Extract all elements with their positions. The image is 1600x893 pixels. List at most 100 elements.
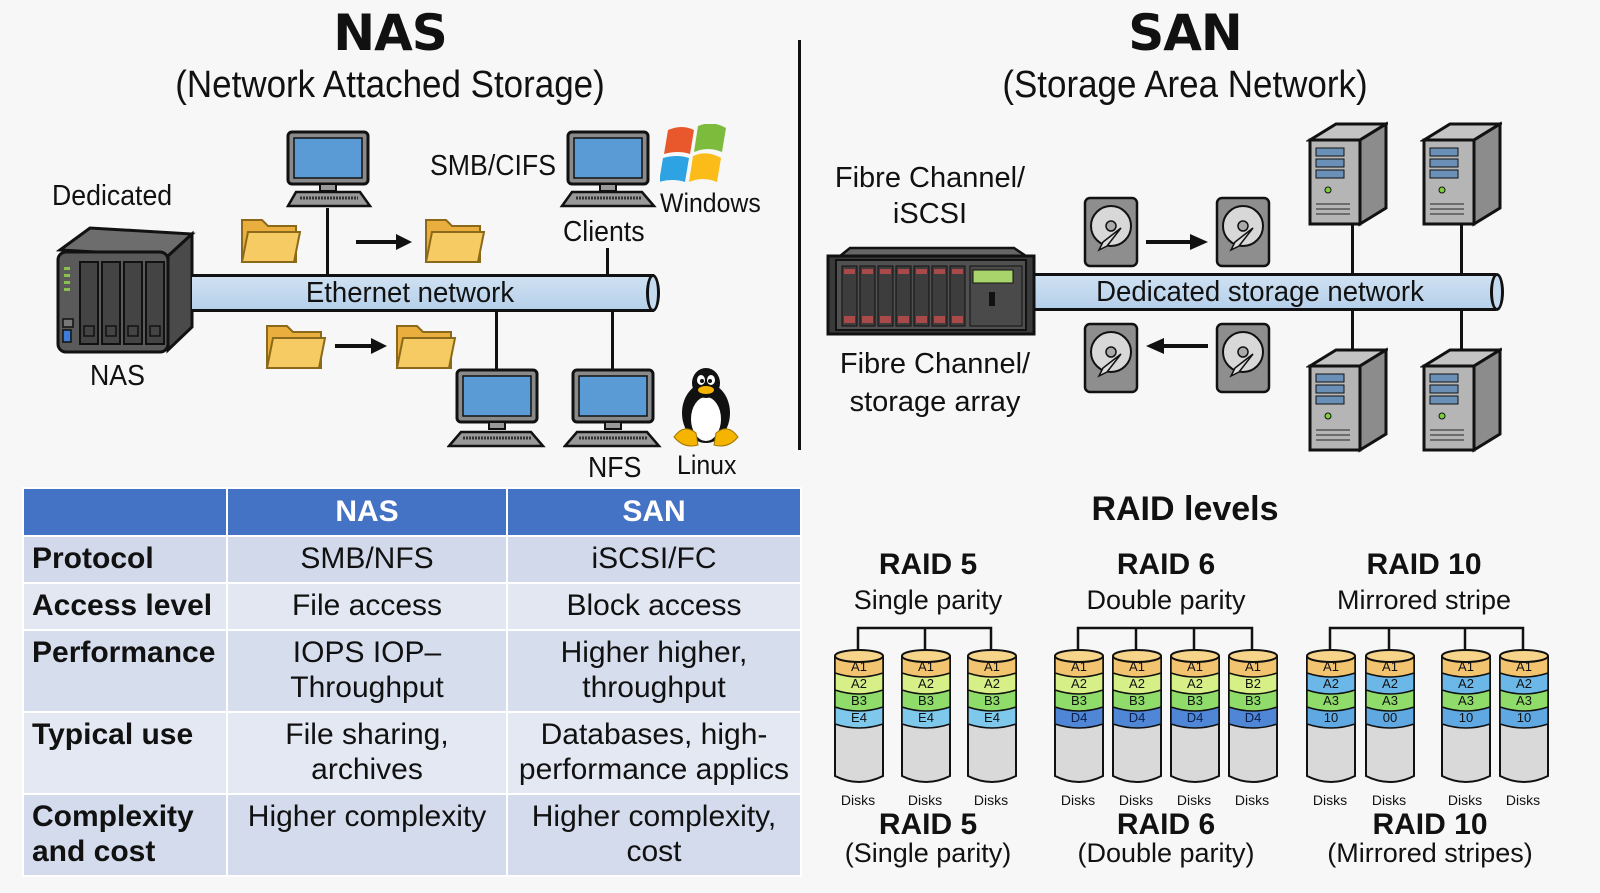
san-top-label-line2: iSCSI (892, 198, 968, 230)
nas-cell: SMB/NFS (226, 535, 508, 584)
raid-caption-name: RAID 10 (1372, 808, 1488, 841)
raid-block-label: B3 (1187, 693, 1203, 708)
folder-icon (395, 325, 457, 369)
raid-block-label: 10 (1517, 710, 1531, 725)
nas-device-icon (55, 226, 196, 354)
disk-label: Disks (1312, 792, 1348, 808)
raid-block-label: B3 (984, 693, 1000, 708)
san-cell: Higher complexity, cost (506, 793, 802, 877)
disk-label: Disks (1505, 792, 1541, 808)
san-title: SAN (1128, 4, 1243, 62)
table-row: Protocol SMB/NFS iSCSI/FC (22, 535, 802, 584)
nas-cell: Higher complexity (226, 793, 508, 877)
row-label: Complexity and cost (22, 793, 228, 877)
raid-block-label: A1 (1516, 659, 1532, 674)
folder-icon (265, 325, 327, 369)
san-top-label-line1: Fibre Channel/ (834, 162, 1026, 194)
disk-label: Disks (1371, 792, 1407, 808)
hard-drive-icon (1083, 322, 1139, 394)
row-label: Protocol (22, 535, 228, 584)
san-cell: Higher higher, throughput (506, 629, 802, 713)
raid-block-label: A3 (1516, 693, 1532, 708)
raid-block-label: D4 (1187, 710, 1204, 725)
san-cell: Databases, high- performance applics (506, 711, 802, 795)
ethernet-network-label: Ethernet network (305, 277, 515, 309)
connector-line (606, 248, 609, 276)
table-row: Access level File access Block access (22, 582, 802, 631)
raid-block-label: A3 (1458, 693, 1474, 708)
nas-subtitle: (Network Attached Storage) (175, 64, 605, 106)
raid-block-label: A1 (984, 659, 1000, 674)
connector-line (495, 310, 498, 372)
disk-label: Disks (1447, 792, 1483, 808)
table-header-san: SAN (506, 487, 802, 537)
nas-cell: File access (226, 582, 508, 631)
table-header-row: NAS SAN (22, 487, 802, 537)
raid-block-label: A2 (918, 676, 934, 691)
connector-line (1460, 308, 1463, 352)
linux-client-computer-icon (447, 368, 546, 448)
connector-line (1460, 222, 1463, 276)
raid-block-label: E4 (918, 710, 934, 725)
arrow-right-icon (1146, 234, 1208, 250)
disk-label: Disks (840, 792, 876, 808)
smb-cifs-label: SMB/CIFS (430, 150, 557, 182)
raid-caption-subtitle: (Single parity) (844, 838, 1012, 868)
raid-block-label: D4 (1245, 710, 1262, 725)
arrow-right-icon (356, 234, 412, 250)
raid-levels-title: RAID levels (1091, 490, 1279, 528)
raid-level-subtitle: Mirrored stripe (1336, 585, 1512, 615)
disk-label: Disks (1234, 792, 1270, 808)
windows-label: Windows (660, 188, 761, 218)
server-icon (1420, 121, 1502, 227)
raid-block-label: B3 (1245, 693, 1261, 708)
raid-block-label: A3 (1382, 693, 1398, 708)
hard-drive-icon (1083, 196, 1139, 268)
raid-block-label: A1 (1382, 659, 1398, 674)
hard-drive-icon (1215, 196, 1271, 268)
raid-block-label: A1 (918, 659, 934, 674)
arrow-right-icon (335, 338, 387, 354)
linux-label: Linux (677, 450, 737, 480)
raid-block-label: A2 (1516, 676, 1532, 691)
raid-block-label: A2 (851, 676, 867, 691)
raid-block-label: B3 (918, 693, 934, 708)
san-bottom-label-line2: storage array (849, 386, 1021, 418)
table-header-empty (22, 487, 228, 537)
raid-block-label: A1 (851, 659, 867, 674)
nas-cell: IOPS IOP– Throughput (226, 629, 508, 713)
raid-block-label: E4 (851, 710, 867, 725)
raid-block-label: 10 (1324, 710, 1338, 725)
raid-block-label: E4 (984, 710, 1000, 725)
raid-block-label: A2 (1071, 676, 1087, 691)
raid-block-label: A1 (1187, 659, 1203, 674)
raid-caption-subtitle: (Double parity) (1077, 838, 1255, 868)
raid-level-name: RAID 6 (1116, 548, 1216, 581)
disk-label: Disks (1118, 792, 1154, 808)
storage-pipe-end (1490, 273, 1504, 311)
row-label: Access level (22, 582, 228, 631)
raid-block-label: D4 (1129, 710, 1146, 725)
windows-client-computer-icon (559, 130, 657, 208)
raid-block-label: A1 (1071, 659, 1087, 674)
nfs-label: NFS (588, 452, 642, 484)
windows-logo-icon (660, 124, 726, 182)
table-row: Typical use File sharing, archives Datab… (22, 711, 802, 795)
raid-block-label: A1 (1323, 659, 1339, 674)
hard-drive-icon (1215, 322, 1271, 394)
raid-block-label: A2 (1458, 676, 1474, 691)
raid-block-label: A2 (984, 676, 1000, 691)
disk-label: Disks (1176, 792, 1212, 808)
disk-label: Disks (973, 792, 1009, 808)
server-icon (1420, 347, 1502, 453)
row-label: Performance (22, 629, 228, 713)
raid-level-name: RAID 5 (878, 548, 978, 581)
raid-block-label: A1 (1458, 659, 1474, 674)
